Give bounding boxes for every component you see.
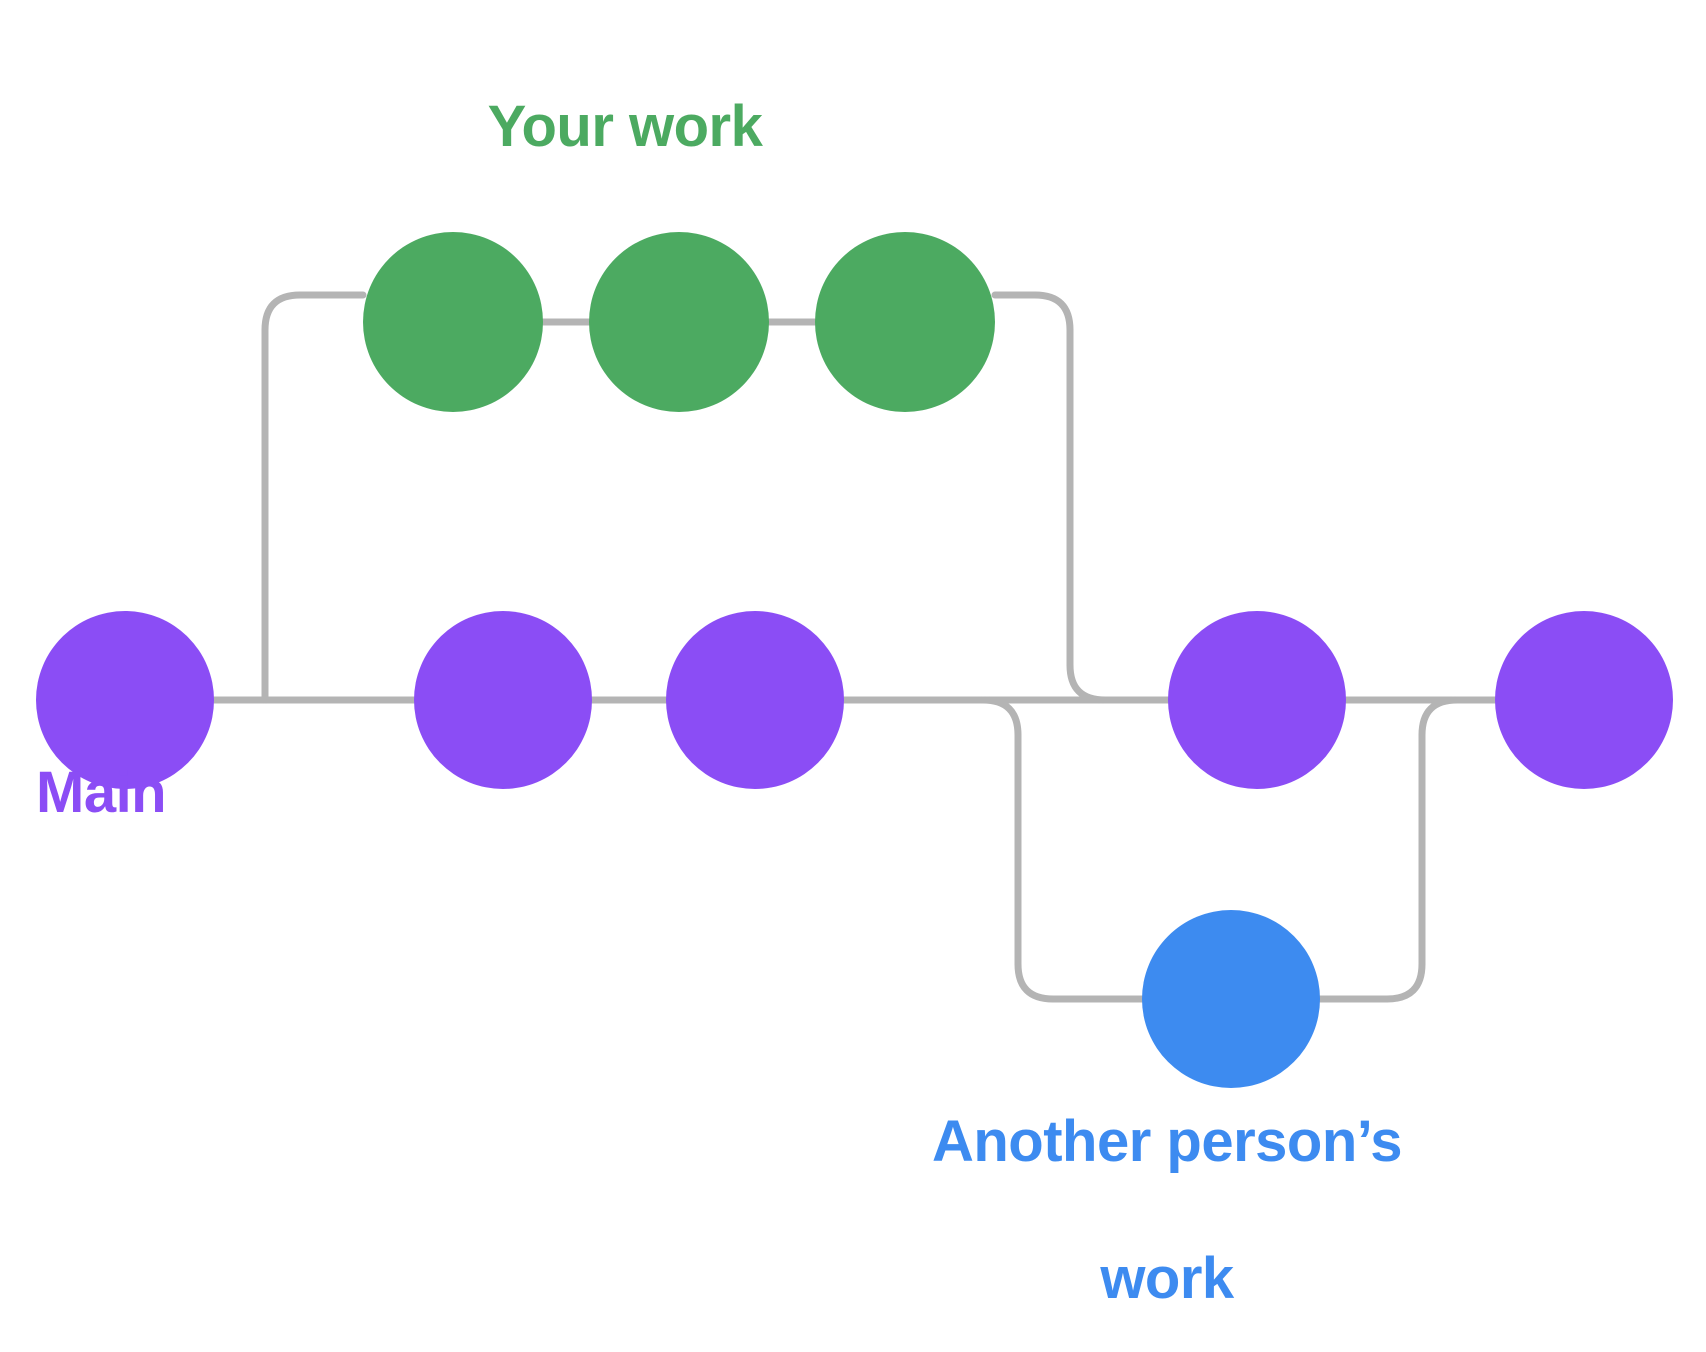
connector-merge-other-to-main [1316, 696, 1499, 1003]
feature-commit-2[interactable] [589, 232, 769, 412]
branch-label-main: Main [36, 760, 167, 825]
connector-branch-out-other [979, 696, 1147, 1003]
main-commit-5[interactable] [1495, 611, 1673, 789]
connector-branch-out-feature [261, 291, 367, 704]
feature-commit-1[interactable] [363, 232, 543, 412]
main-commit-3[interactable] [666, 611, 844, 789]
main-commit-4[interactable] [1168, 611, 1346, 789]
branch-label-your-work: Your work [487, 94, 763, 159]
branch-label-another-persons-work: Another person’s work [887, 1040, 1447, 1352]
feature-commit-3[interactable] [815, 232, 995, 412]
connector-merge-feature-to-main [991, 291, 1172, 704]
branch-label-another-line2: work [1100, 1246, 1234, 1312]
other-commit-1[interactable] [1142, 910, 1320, 1088]
branch-label-another-line1: Another person’s [931, 1109, 1403, 1175]
main-commit-2[interactable] [414, 611, 592, 789]
main-commit-1[interactable] [36, 611, 214, 789]
